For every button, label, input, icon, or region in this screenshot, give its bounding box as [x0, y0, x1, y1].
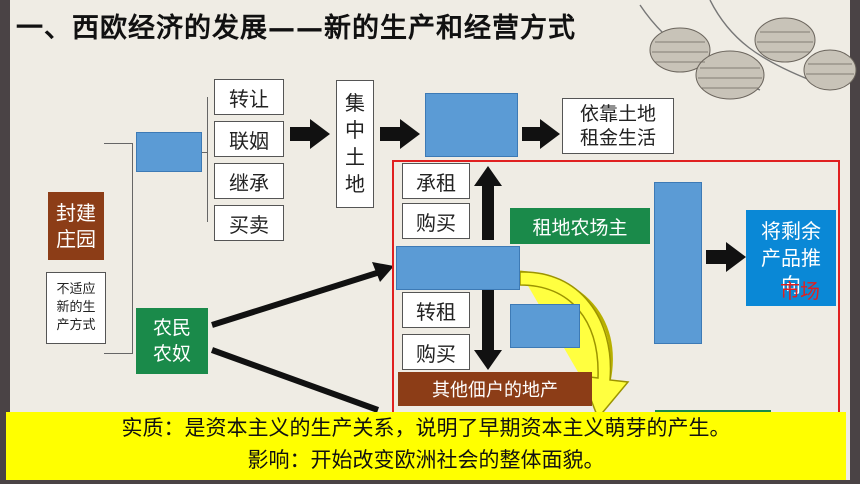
- impact-text: 影响：开始改变欧洲社会的整体面貌。: [247, 448, 605, 472]
- left-frame: [0, 0, 10, 484]
- essence-text: 实质：是资本主义的生产关系，说明了早期资本主义萌芽的产生。: [121, 416, 731, 440]
- arrow-right-3: [522, 119, 560, 149]
- method-lease: 承租: [402, 163, 470, 199]
- other-tenants-box: 其他佃户的地产: [398, 372, 592, 406]
- blank-answer-box-1: [136, 132, 202, 172]
- arrow-diagonal-down-line: [210, 347, 380, 413]
- right-frame: [850, 0, 860, 484]
- summary-banner: 实质：是资本主义的生产关系，说明了早期资本主义萌芽的产生。 影响：开始改变欧洲社…: [6, 412, 846, 480]
- bracket-main-top: [104, 143, 133, 144]
- blank-answer-box-2: [425, 93, 518, 157]
- method-inherit: 继承: [214, 163, 284, 199]
- bracket-main-bottom: [104, 353, 133, 354]
- bracket-methods-vertical: [207, 97, 208, 222]
- arrow-right-4: [706, 242, 746, 272]
- blank-answer-box-5: [654, 182, 702, 344]
- rent-living-box: 依靠土地 租金生活: [562, 98, 674, 154]
- method-sublease: 转租: [402, 292, 470, 328]
- bottom-frame: [0, 480, 860, 484]
- arrow-up: [474, 166, 502, 240]
- market-box: 将剩余 产品推 向: [746, 210, 836, 306]
- lantern-decoration-icon: [639, 0, 857, 100]
- blank-answer-box-4: [510, 304, 580, 348]
- market-word: 市场: [780, 279, 820, 303]
- arrow-down: [474, 290, 502, 370]
- method-buy-sell: 买卖: [214, 205, 284, 241]
- bracket-main-vertical: [132, 143, 133, 353]
- market-text: 将剩余 产品推 向: [761, 218, 821, 297]
- tenant-farmer-box: 租地农场主: [510, 208, 650, 244]
- method-purchase-lower: 购买: [402, 334, 470, 370]
- blank-answer-box-3: [396, 246, 520, 290]
- method-transfer: 转让: [214, 79, 284, 115]
- arrow-diagonal-up-head: [372, 262, 394, 282]
- arrow-right-1: [290, 119, 330, 149]
- arrow-diagonal-up-line: [211, 269, 381, 328]
- page-title: 一、西欧经济的发展——新的生产和经营方式: [16, 13, 576, 44]
- feudal-manor-box: 封建 庄园: [48, 192, 104, 260]
- peasants-serfs-box: 农民 农奴: [136, 308, 208, 374]
- not-suitable-note: 不适应 新的生 产方式: [46, 272, 106, 344]
- method-purchase-upper: 购买: [402, 203, 470, 239]
- bracket-methods-link: [202, 152, 208, 153]
- arrow-right-2: [380, 119, 420, 149]
- concentrate-land-box: 集 中 土 地: [336, 80, 374, 208]
- method-marriage: 联姻: [214, 121, 284, 157]
